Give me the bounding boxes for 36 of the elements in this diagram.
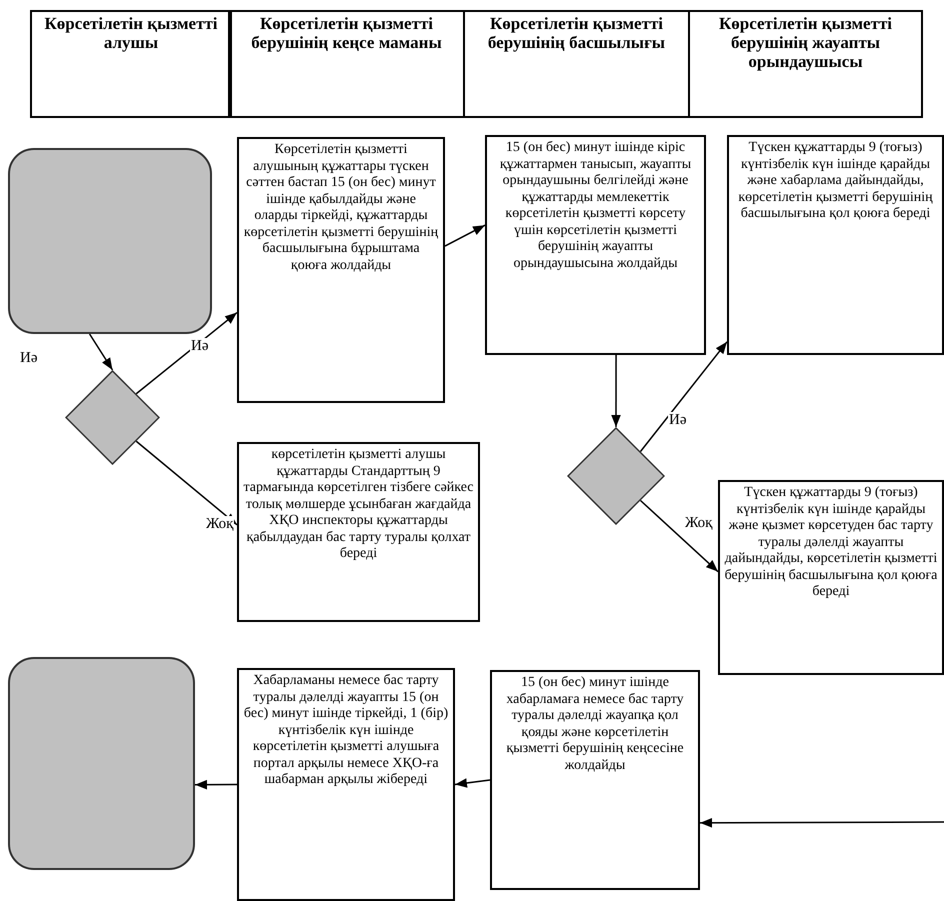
arrow [136,312,238,394]
terminal-box [8,657,195,870]
arrow [611,355,621,427]
edge-label: Жоқ [205,516,234,532]
arrow [136,440,238,526]
arrow [640,341,728,452]
process-box [237,442,480,622]
edge-label: Жоқ [684,515,714,531]
step-text: Көрсетілетін қызметті алушының құжаттары түскен сәттен бастап 15 (он бес) минут ішінде қабылдайды және оларды тіркейді, құжаттарды көрсетілетін қызметті берушінің басшылығына бұрыштама қоюға жолдайды [243,142,439,274]
column-header: Көрсетілетін қызметті алушы [30,10,232,118]
column-header: Көрсетілетін қызметті берушінің жауапты орындаушысы [688,10,923,118]
step-text: Түскен құжаттарды 9 (тоғыз) күнтізбелік күн ішінде қарайды және хабарлама дайындайды, көрсетілетін қызметті берушінің басшылығына қол қоюға береді [737,140,934,222]
step-text: Түскен құжаттарды 9 (тоғыз) күнтізбелік күн ішінде қарайды және қызмет көрсетуден бас тарту туралы дәлелді жауапты дайындайды, көрсетілетін қызметті берушінің басшылығына қол қоюға береді [724,485,938,600]
arrow [444,224,486,247]
process-box [727,135,944,355]
step-text: көрсетілетін қызметті алушы құжаттарды Стандарттың 9 тармағында көрсетілген тізбеге сәйкес толық мөлшерде ұсынбаған жағдайда ХҚО инспекторы құжаттарды қабылдаудан бас тарту туралы қолхат береді [243,447,474,562]
process-box [237,668,455,901]
terminal-box [8,148,212,334]
process-box [490,670,700,890]
arrow [88,334,114,370]
arrow [195,780,237,790]
arrow [454,778,490,788]
step-text: 15 (он бес) минут ішінде кіріс құжаттармен танысып, жауапты орындаушыны белгілейді және құжаттарды мемлекеттік көрсетілетін қызметті көрсету үшін көрсетілетін қызметті берушінің жауапты орындаушысына жолдайды [498,140,692,272]
arrow [700,818,944,828]
column-header: Көрсетілетін қызметті берушінің кеңсе маманы [228,10,465,118]
branch-label: Иә [20,350,38,367]
decision-diamond [567,427,665,525]
edge-label: Иә [190,338,210,354]
step-text: Хабарламаны немесе бас тарту туралы дәлелді жауапты 15 (он бес) минут ішінде тіркейді, 1 (бір) күнтізбелік күн ішінде көрсетілетін қызметті алушыға портал арқылы немесе ХҚО-ға шабарман арқылы жібереді [243,673,449,788]
column-header: Көрсетілетін қызметті берушінің басшылығы [463,10,690,118]
process-box [718,480,944,675]
arrow [640,500,718,572]
process-box [237,137,445,403]
decision-diamond [65,370,160,465]
process-box [485,135,706,355]
step-text: 15 (он бес) минут ішінде хабарламаға немесе бас тарту туралы дәлелді жауапқа қол қояды және көрсетілетін қызметті берушінің кеңсесіне жолдайды [505,675,685,774]
